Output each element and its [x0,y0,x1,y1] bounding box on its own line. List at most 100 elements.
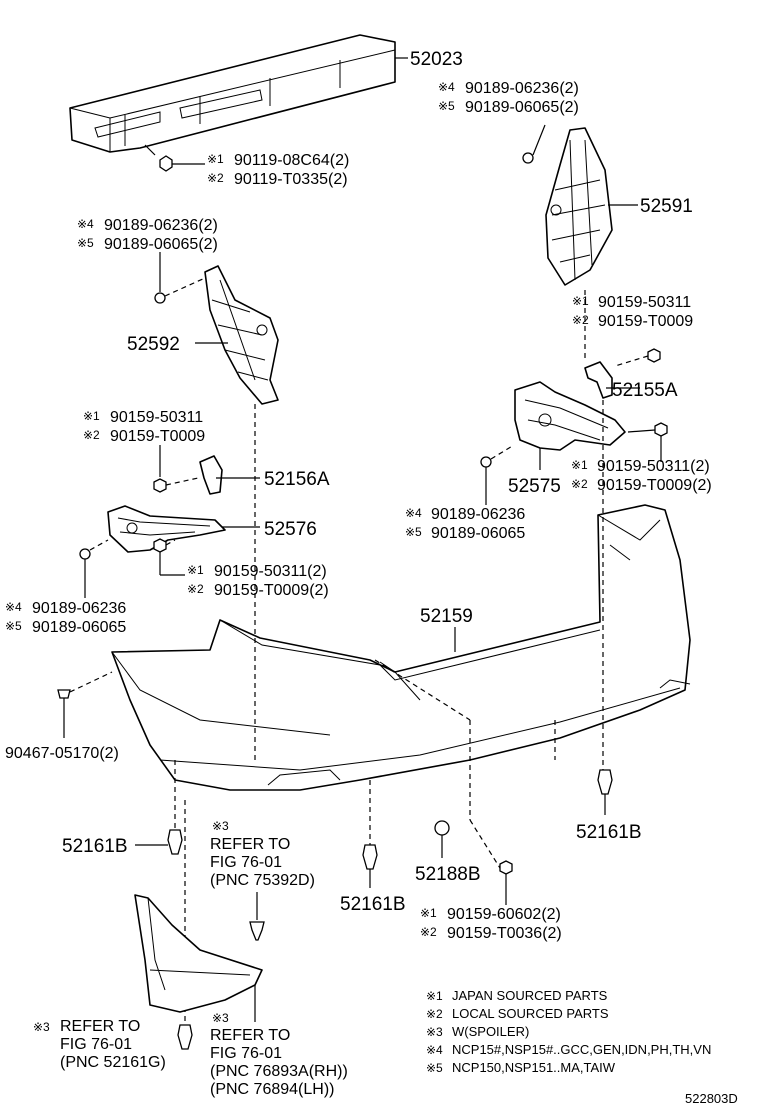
svg-text:※2: ※2 [420,925,437,939]
bracket-52575 [514,381,626,451]
fastener-90159-T0009-2-left: 90159-T0009(2) [214,582,329,599]
clip-icon [249,921,265,941]
svg-text:※3: ※3 [212,1011,229,1025]
fastener-90189-06236-left: 90189-06236(2) [104,217,218,234]
legend-mark-5: ※5 [426,1061,443,1075]
bolt-icon [647,348,661,363]
svg-text:※4: ※4 [438,80,455,94]
fastener-90159-T0009-left: 90159-T0009 [110,428,205,445]
bracket-52576 [107,505,226,553]
part-number-52575: 52575 [508,476,561,497]
clip-icon [167,829,183,855]
clip-icon [57,689,71,699]
svg-text:※2: ※2 [207,171,224,185]
fastener-90159-T0009-2-right: 90159-T0009(2) [597,477,712,494]
clip-icon [480,456,492,468]
part-number-52159: 52159 [420,606,473,627]
legend-text-3: W(SPOILER) [452,1024,529,1039]
svg-text:※2: ※2 [572,313,589,327]
part-number-52161B-left: 52161B [62,836,128,857]
fastener-90189-06065-right: 90189-06065(2) [465,99,579,116]
refer-note-75392D: REFER TO [210,836,290,853]
retainer-52188B [434,820,450,836]
svg-text:※3: ※3 [212,819,229,833]
svg-text:※1: ※1 [571,458,588,472]
bolt-icon [153,478,167,493]
legend-text-4: NCP15#,NSP15#..GCC,GEN,IDN,PH,TH,VN [452,1042,711,1057]
legend: ※1 JAPAN SOURCED PARTS ※2 LOCAL SOURCED … [426,988,711,1075]
bracket-52592 [204,265,279,405]
clip-icon [522,152,534,164]
clip-icon [177,1024,193,1050]
part-number-52023: 52023 [410,49,463,70]
part-number-52592: 52592 [127,334,180,355]
diagram-code: 522803D [685,1091,738,1106]
svg-text:※2: ※2 [83,428,100,442]
fastener-90159-50311-right: 90159-50311 [598,294,691,311]
clip-icon [362,844,378,870]
svg-text:(PNC 75392D): (PNC 75392D) [210,872,315,889]
bracket-52591 [545,127,613,286]
fastener-90119-08C64: 90119-08C64(2) [234,152,349,169]
svg-text:(PNC 52161G): (PNC 52161G) [60,1054,166,1071]
reinforcement-52023 [69,34,396,153]
svg-text:※4: ※4 [5,600,22,614]
legend-text-5: NCP150,NSP151..MA,TAIW [452,1060,616,1075]
part-number-52156A: 52156A [264,469,330,490]
legend-mark-2: ※2 [426,1007,443,1021]
refer-note-52161G: REFER TO [60,1018,140,1035]
clip-icon [597,769,613,795]
fastener-90159-60602: 90159-60602(2) [447,906,561,923]
fastener-90189-06065-left: 90189-06065(2) [104,236,218,253]
svg-text:※5: ※5 [438,99,455,113]
svg-text:※2: ※2 [187,582,204,596]
fastener-90189-06236-right: 90189-06236(2) [465,80,579,97]
fastener-90189-06236-left-lower: 90189-06236 [32,600,126,617]
refer-note-76893A: REFER TO [210,1027,290,1044]
legend-mark-3: ※3 [426,1025,443,1039]
svg-text:(PNC 76894(LH)): (PNC 76894(LH)) [210,1081,334,1098]
svg-text:FIG 76-01: FIG 76-01 [60,1036,132,1053]
part-number-52188B: 52188B [415,864,481,885]
fastener-90159-T0009-right: 90159-T0009 [598,313,693,330]
svg-text:※1: ※1 [207,152,224,166]
part-number-52161B-right: 52161B [576,822,642,843]
svg-text:FIG 76-01: FIG 76-01 [210,1045,282,1062]
fastener-90159-50311-2-left: 90159-50311(2) [214,563,327,580]
legend-mark-4: ※4 [426,1043,443,1057]
clip-icon [79,548,91,560]
svg-text:※5: ※5 [5,619,22,633]
clip-icon [154,292,166,304]
fastener-90119-T0335: 90119-T0335(2) [234,171,348,188]
svg-text:※1: ※1 [83,409,100,423]
bracket-52155A [584,361,613,399]
fastener-90189-06065-left-lower: 90189-06065 [32,619,126,636]
bolt-icon [144,144,173,172]
svg-text:(PNC 76893A(RH)): (PNC 76893A(RH)) [210,1063,348,1080]
part-number-52155A: 52155A [612,380,678,401]
part-number-52591: 52591 [640,196,693,217]
svg-text:※5: ※5 [77,236,94,250]
bracket-52156A [199,455,223,495]
fastener-90159-T0036: 90159-T0036(2) [447,925,562,942]
fastener-90189-06065-center: 90189-06065 [431,525,525,542]
bolt-icon [654,422,668,437]
legend-mark-1: ※1 [426,989,443,1003]
legend-text-1: JAPAN SOURCED PARTS [452,988,608,1003]
mudguard [134,894,263,1013]
svg-text:※1: ※1 [572,294,589,308]
svg-text:※5: ※5 [405,525,422,539]
svg-text:FIG 76-01: FIG 76-01 [210,854,282,871]
bolt-icon [153,538,167,553]
part-number-52161B-mid: 52161B [340,894,406,915]
bolt-icon [499,860,513,875]
svg-text:※4: ※4 [405,506,422,520]
bumper-cover-52159 [111,504,691,791]
fastener-90467-05170: 90467-05170(2) [5,745,119,762]
svg-text:※3: ※3 [33,1020,50,1034]
fastener-90159-50311-left: 90159-50311 [110,409,203,426]
fastener-90189-06236-center: 90189-06236 [431,506,525,523]
legend-text-2: LOCAL SOURCED PARTS [452,1006,609,1021]
fastener-90159-50311-2-right: 90159-50311(2) [597,458,710,475]
